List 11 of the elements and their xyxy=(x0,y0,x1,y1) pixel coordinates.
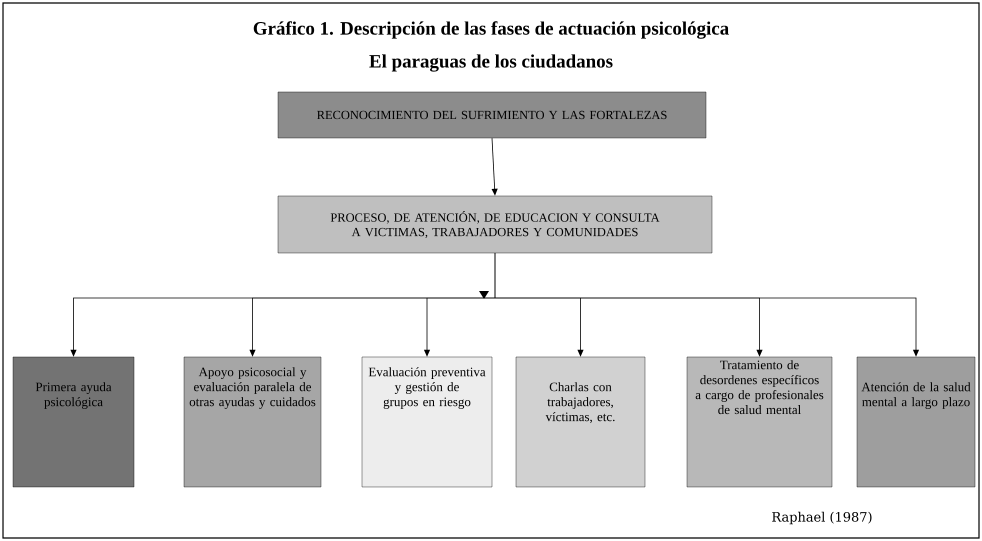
source-note: Raphael (1987) xyxy=(772,512,872,524)
phase-box: Atención de la salud mental a largo plazo xyxy=(856,356,976,488)
phase-box: Apoyo psicosocial y evaluación paralela de otras ayudas y cuidados xyxy=(184,356,322,488)
phase-box: Charlas con trabajadores, víctimas, etc. xyxy=(516,356,646,488)
title: Gráfico 1. Descripción de las fases de actuación psicológica xyxy=(254,21,729,39)
subtitle: El paraguas de los ciudadanos xyxy=(369,54,613,72)
phase-box: Tratamiento de desordenes específicos a cargo de profesionales de salud mental xyxy=(686,356,832,488)
phase-box: Primera ayuda psicológica xyxy=(12,356,134,488)
process-box: PROCESO, DE ATENCIÓN, DE EDUCACION Y CONSULTA A VICTIMAS, TRABAJADORES Y COMUNIDADES xyxy=(278,196,712,254)
process-box: RECONOCIMIENTO DEL SUFRIMIENTO Y LAS FORTALEZAS xyxy=(278,92,706,138)
phase-box: Evaluación preventiva y gestión de grupos en riesgo xyxy=(362,356,492,488)
